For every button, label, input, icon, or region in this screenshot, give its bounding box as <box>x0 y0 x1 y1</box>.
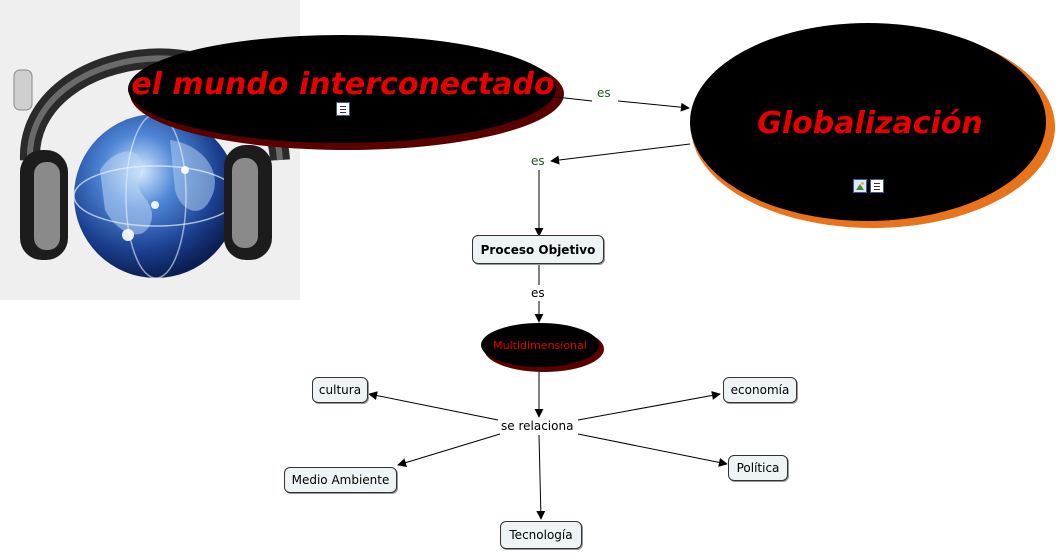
node-cultura[interactable]: cultura <box>312 377 368 403</box>
link-label-es: es <box>597 86 611 100</box>
node-tecnologia[interactable]: Tecnología <box>500 521 582 549</box>
link-label-es: es <box>531 154 545 168</box>
edge-globalizacion-es <box>550 143 691 165</box>
edge-relaciona-economia <box>577 391 721 421</box>
node-multidimensional[interactable] <box>481 323 604 372</box>
edge-relaciona-cultura <box>368 391 499 421</box>
edges <box>368 96 728 520</box>
document-icon[interactable] <box>870 179 884 193</box>
edge-relaciona-medio-ambiente <box>397 433 501 467</box>
edge-es-globalizacion <box>617 100 690 112</box>
node-proceso-objetivo[interactable]: Proceso Objetivo <box>472 235 604 264</box>
node-globalizacion-label: Globalización <box>757 105 983 141</box>
node-multidimensional-label: Multidimensional <box>493 338 587 352</box>
edge-relaciona-tecnologia <box>536 434 546 520</box>
node-globalizacion[interactable] <box>690 23 1055 228</box>
node-politica[interactable]: Política <box>728 455 788 481</box>
node-economia[interactable]: economía <box>723 377 797 403</box>
node-mundo-label: el mundo interconectado <box>131 66 555 102</box>
document-icon[interactable] <box>336 102 350 116</box>
node-mundo-interconectado[interactable] <box>128 35 564 150</box>
node-medio-ambiente[interactable]: Medio Ambiente <box>284 467 397 493</box>
image-icon[interactable] <box>853 179 867 193</box>
edge-relaciona-politica <box>577 433 728 467</box>
link-label-se-relaciona: se relaciona <box>501 419 574 433</box>
link-label-es: es <box>531 286 545 300</box>
edge-mundo-es <box>555 96 593 102</box>
